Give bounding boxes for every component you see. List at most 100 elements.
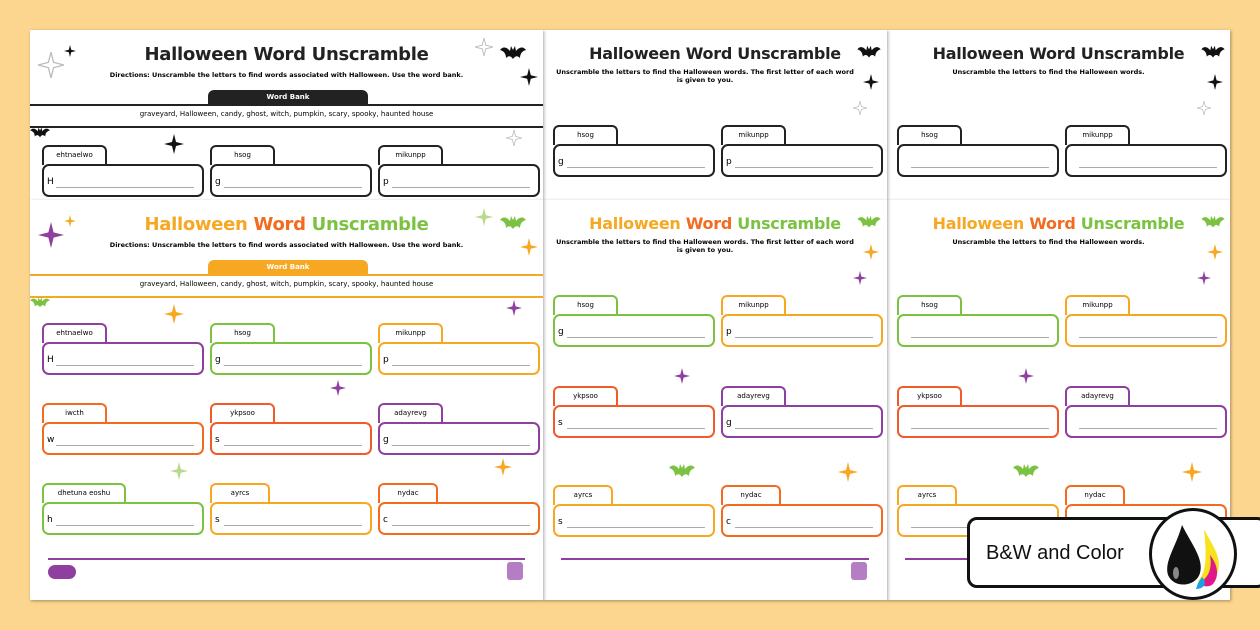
answer-line <box>567 527 705 528</box>
answer-line <box>911 428 1049 429</box>
word-bank-header: Word Bank <box>208 90 368 104</box>
answer-box[interactable] <box>897 405 1059 438</box>
answer-box[interactable]: p <box>721 314 883 347</box>
scrambled-word-tab: mikunpp <box>721 125 786 145</box>
bat-icon <box>857 44 881 66</box>
sparkle-icon <box>38 222 64 252</box>
answer-box[interactable]: c <box>378 502 540 535</box>
answer-box[interactable]: s <box>553 405 715 438</box>
first-letter: s <box>558 418 563 428</box>
bat-icon <box>1201 44 1225 66</box>
answer-box[interactable]: g <box>721 405 883 438</box>
first-letter: c <box>726 517 731 527</box>
scrambled-word-tab: hsog <box>553 125 618 145</box>
answer-line <box>911 167 1049 168</box>
answer-box[interactable]: g <box>553 144 715 177</box>
bat-icon <box>500 214 526 238</box>
answer-box[interactable]: g <box>553 314 715 347</box>
first-letter: p <box>383 355 389 365</box>
answer-line <box>1079 337 1217 338</box>
sparkle-icon <box>475 208 493 230</box>
answer-line <box>392 187 530 188</box>
scrambled-word-tab: ayrcs <box>897 485 957 505</box>
sparkle-icon <box>170 462 188 484</box>
scrambled-word-tab: ehtnaelwo <box>42 145 107 165</box>
sparkle-icon <box>1182 462 1202 486</box>
answer-box[interactable]: g <box>378 422 540 455</box>
sparkle-icon <box>674 368 690 388</box>
answer-box[interactable]: p <box>721 144 883 177</box>
answer-line <box>567 428 705 429</box>
title-word: Halloween <box>589 214 681 233</box>
answer-box[interactable]: p <box>378 342 540 375</box>
answer-line <box>224 365 362 366</box>
sparkle-icon <box>838 462 858 486</box>
sparkle-icon <box>520 68 538 90</box>
scrambled-word-tab: mikunpp <box>721 295 786 315</box>
first-letter: g <box>215 177 221 187</box>
answer-box[interactable]: s <box>210 502 372 535</box>
answer-box[interactable] <box>897 144 1059 177</box>
title-word: Word <box>1029 214 1076 233</box>
scrambled-word-tab: hsog <box>210 145 275 165</box>
first-letter: h <box>47 515 53 525</box>
answer-box[interactable]: s <box>210 422 372 455</box>
sparkle-icon <box>863 244 879 264</box>
bat-icon <box>500 44 526 68</box>
answer-box[interactable] <box>897 314 1059 347</box>
answer-box[interactable]: H <box>42 342 204 375</box>
answer-line <box>735 167 873 168</box>
answer-box[interactable] <box>1065 314 1227 347</box>
first-letter: c <box>383 515 388 525</box>
answer-box[interactable]: g <box>210 342 372 375</box>
title-word: Halloween <box>932 44 1025 63</box>
answer-box[interactable]: H <box>42 164 204 197</box>
scrambled-word-tab: nydac <box>378 483 438 503</box>
first-letter: p <box>726 157 732 167</box>
bat-icon <box>857 214 881 236</box>
ink-drops-icon <box>1149 508 1237 600</box>
answer-line <box>56 445 194 446</box>
scrambled-word-tab: adayrevg <box>378 403 443 423</box>
footer-divider <box>48 558 525 560</box>
answer-box[interactable]: s <box>553 504 715 537</box>
answer-line <box>735 428 873 429</box>
scrambled-word-tab: mikunpp <box>378 323 443 343</box>
title-word: Halloween <box>144 214 248 235</box>
answer-box[interactable]: w <box>42 422 204 455</box>
scrambled-word-tab: ayrcs <box>210 483 270 503</box>
answer-line <box>224 525 362 526</box>
first-letter: H <box>47 355 54 365</box>
directions-text: Unscramble the letters to find the Hallo… <box>952 68 1145 76</box>
answer-box[interactable]: c <box>721 504 883 537</box>
first-letter: g <box>383 435 389 445</box>
scrambled-word-tab: hsog <box>897 295 962 315</box>
scrambled-word-tab: dhetuna eoshu <box>42 483 126 503</box>
answer-box[interactable]: p <box>378 164 540 197</box>
answer-box[interactable]: h <box>42 502 204 535</box>
bat-icon <box>1201 214 1225 236</box>
bat-icon <box>30 126 50 145</box>
sparkle-icon <box>505 129 523 150</box>
sparkle-icon <box>164 304 184 328</box>
scrambled-word-tab: hsog <box>897 125 962 145</box>
answer-box[interactable]: g <box>210 164 372 197</box>
sparkle-icon <box>852 100 868 119</box>
first-letter: s <box>215 435 220 445</box>
answer-line <box>1079 167 1217 168</box>
scrambled-word-tab: ayrcs <box>553 485 613 505</box>
answer-line <box>392 445 530 446</box>
word-bank-header: Word Bank <box>208 260 368 274</box>
directions-text: Directions: Unscramble the letters to fi… <box>109 71 464 79</box>
scrambled-word-tab: mikunpp <box>1065 295 1130 315</box>
first-letter: s <box>558 517 563 527</box>
twinkl-badge-icon <box>507 562 523 580</box>
sparkle-icon <box>330 380 346 400</box>
answer-line <box>392 365 530 366</box>
answer-box[interactable] <box>1065 144 1227 177</box>
answer-line <box>735 337 873 338</box>
answer-box[interactable] <box>1065 405 1227 438</box>
worksheet-title: Halloween Word Unscramble <box>887 44 1230 63</box>
sparkle-icon <box>506 300 522 320</box>
